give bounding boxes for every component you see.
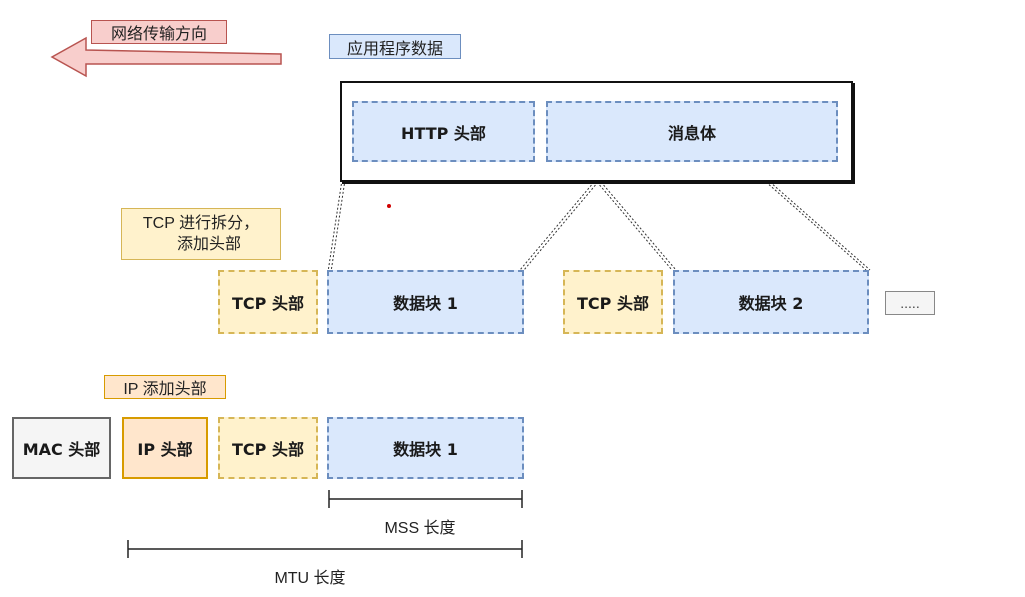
ip-add-header-text: IP 添加头部 bbox=[123, 381, 207, 398]
tcp-header-box-1: TCP 头部 bbox=[218, 270, 318, 334]
mss-dimension-line bbox=[328, 490, 523, 508]
split-line-chunk-1 bbox=[519, 181, 599, 271]
http-header-box: HTTP 头部 bbox=[352, 101, 535, 162]
message-body-box: 消息体 bbox=[546, 101, 838, 162]
app-data-label-text: 应用程序数据 bbox=[346, 40, 443, 58]
message-body-text: 消息体 bbox=[667, 123, 716, 143]
red-dot-marker bbox=[387, 204, 391, 208]
tcp-header-box-3: TCP 头部 bbox=[218, 417, 318, 479]
tcp-split-label: TCP 进行拆分， 添加头部 bbox=[121, 208, 281, 260]
ip-header-box: IP 头部 bbox=[122, 417, 208, 479]
mtu-length-label: MTU 长度 bbox=[250, 564, 370, 588]
data-chunk-2-text: 数据块 2 bbox=[738, 294, 804, 313]
tcp-header-3-text: TCP 头部 bbox=[232, 440, 304, 459]
mtu-dimension-line bbox=[127, 540, 523, 558]
tcp-header-1-text: TCP 头部 bbox=[232, 294, 304, 313]
direction-label: 网络传输方向 bbox=[91, 20, 227, 44]
split-line-chunk-2-left bbox=[596, 181, 677, 271]
ip-add-header-label: IP 添加头部 bbox=[104, 375, 226, 399]
more-chunks-ellipsis: ..... bbox=[885, 291, 935, 315]
data-chunk-box-2: 数据块 2 bbox=[673, 270, 869, 334]
http-header-text: HTTP 头部 bbox=[401, 123, 486, 143]
data-chunk-box-1: 数据块 1 bbox=[327, 270, 524, 334]
mss-length-label: MSS 长度 bbox=[360, 514, 480, 538]
direction-label-text: 网络传输方向 bbox=[110, 26, 207, 43]
direction-arrow-icon bbox=[50, 36, 282, 78]
tcp-split-label-line1: TCP 进行拆分， bbox=[142, 215, 260, 232]
split-line-chunk-2-right bbox=[765, 181, 871, 271]
ellipsis-text: ..... bbox=[900, 295, 920, 311]
data-chunk-box-3: 数据块 1 bbox=[327, 417, 524, 479]
app-data-label: 应用程序数据 bbox=[329, 34, 461, 59]
tcp-split-label-line2: 添加头部 bbox=[176, 236, 241, 253]
ip-header-text: IP 头部 bbox=[137, 440, 193, 459]
mac-header-text: MAC 头部 bbox=[22, 440, 101, 459]
tcp-header-2-text: TCP 头部 bbox=[577, 294, 649, 313]
mac-header-box: MAC 头部 bbox=[12, 417, 111, 479]
data-chunk-1-text: 数据块 1 bbox=[393, 294, 458, 313]
split-line-http bbox=[327, 179, 346, 273]
tcp-header-box-2: TCP 头部 bbox=[563, 270, 663, 334]
data-chunk-3-text: 数据块 1 bbox=[393, 440, 458, 459]
mss-length-text: MSS 长度 bbox=[384, 520, 456, 537]
mtu-length-text: MTU 长度 bbox=[274, 570, 346, 587]
